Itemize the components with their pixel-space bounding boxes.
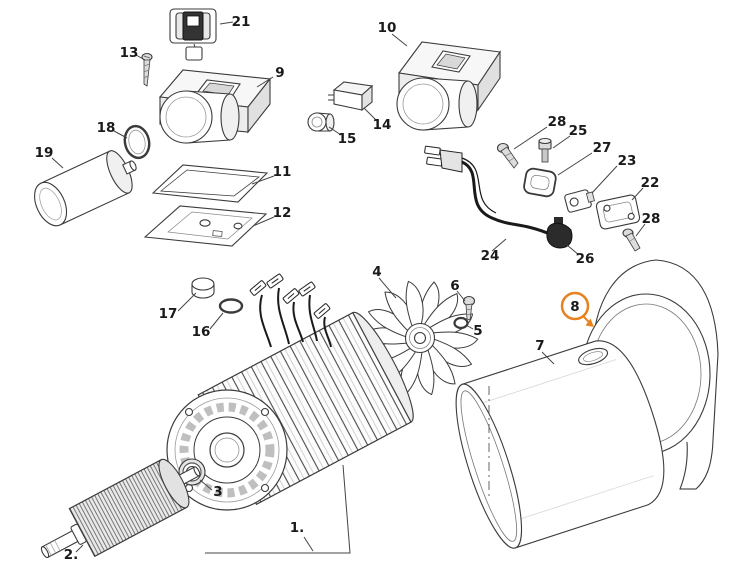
part-5-washer[interactable] [453,316,469,330]
part-label-15[interactable]: 15 [338,131,357,147]
part-26-grommet[interactable] [546,217,573,249]
part-16-o-ring[interactable] [218,298,244,314]
part-1-stator[interactable] [166,273,422,511]
part-22-mounting-plate[interactable] [595,194,641,230]
part-label-16[interactable]: 16 [192,324,211,340]
part-label-18[interactable]: 18 [97,120,116,136]
part-9-control-module[interactable] [158,69,272,144]
part-label-10[interactable]: 10 [378,20,397,36]
part-label-25[interactable]: 25 [569,123,588,139]
stator-lead-wires [259,287,332,348]
part-label-28b[interactable]: 28 [642,211,661,227]
part-15-sleeve[interactable] [307,112,335,132]
part-label-24[interactable]: 24 [481,248,500,264]
part-labels: 21 13 9 18 19 11 12 17 16 10 14 15 28 25… [35,14,661,563]
part-label-19[interactable]: 19 [35,145,54,161]
part-label-27[interactable]: 27 [593,140,612,156]
part-label-2[interactable]: 2. [64,547,79,563]
part-28-screw-upper[interactable] [496,142,519,169]
part-11-gasket[interactable] [151,164,269,203]
part-28-screw-lower[interactable] [622,228,641,252]
part-19-capacitor[interactable] [28,144,145,231]
part-label-9[interactable]: 9 [275,65,284,81]
part-label-23[interactable]: 23 [618,153,637,169]
part-21-switch[interactable] [169,8,217,61]
part-label-5[interactable]: 5 [473,323,482,339]
part-label-3[interactable]: 3 [213,484,222,500]
part-label-7[interactable]: 7 [535,338,544,354]
part-13-screw[interactable] [141,52,153,87]
part-23-sensor[interactable] [564,188,596,213]
part-8-highlight[interactable] [560,291,594,327]
part-label-8[interactable]: 8 [570,299,579,315]
part-24-wiring-harness[interactable] [424,145,551,236]
part-12-cover-plate[interactable] [143,205,268,247]
part-17-cap[interactable] [191,277,215,299]
part-25-bolt[interactable] [538,137,552,163]
part-label-28a[interactable]: 28 [548,114,567,130]
part-27-frame-gasket[interactable] [523,167,557,198]
part-6-screw[interactable] [462,295,476,321]
part-label-12[interactable]: 12 [273,205,292,221]
part-label-13[interactable]: 13 [120,45,139,61]
housing-slot [578,347,609,366]
part-10-control-module[interactable] [396,41,501,131]
part-label-14[interactable]: 14 [373,117,392,133]
part-2-rotor[interactable] [30,447,211,563]
part-label-21[interactable]: 21 [232,14,251,30]
part-label-4[interactable]: 4 [372,264,381,280]
part-label-26[interactable]: 26 [576,251,595,267]
part-4-fan-wheel[interactable] [360,278,480,398]
part-label-22[interactable]: 22 [641,175,660,191]
highlight-arrow-head [585,318,594,327]
leader-lines [51,21,646,554]
highlight-circle [560,291,590,321]
part-label-17[interactable]: 17 [159,306,178,322]
part-label-6[interactable]: 6 [450,278,459,294]
part-18-o-ring[interactable] [122,124,152,160]
part-label-1[interactable]: 1. [290,520,305,536]
part-14-connector-block[interactable] [328,81,374,112]
part-label-11[interactable]: 11 [273,164,292,180]
